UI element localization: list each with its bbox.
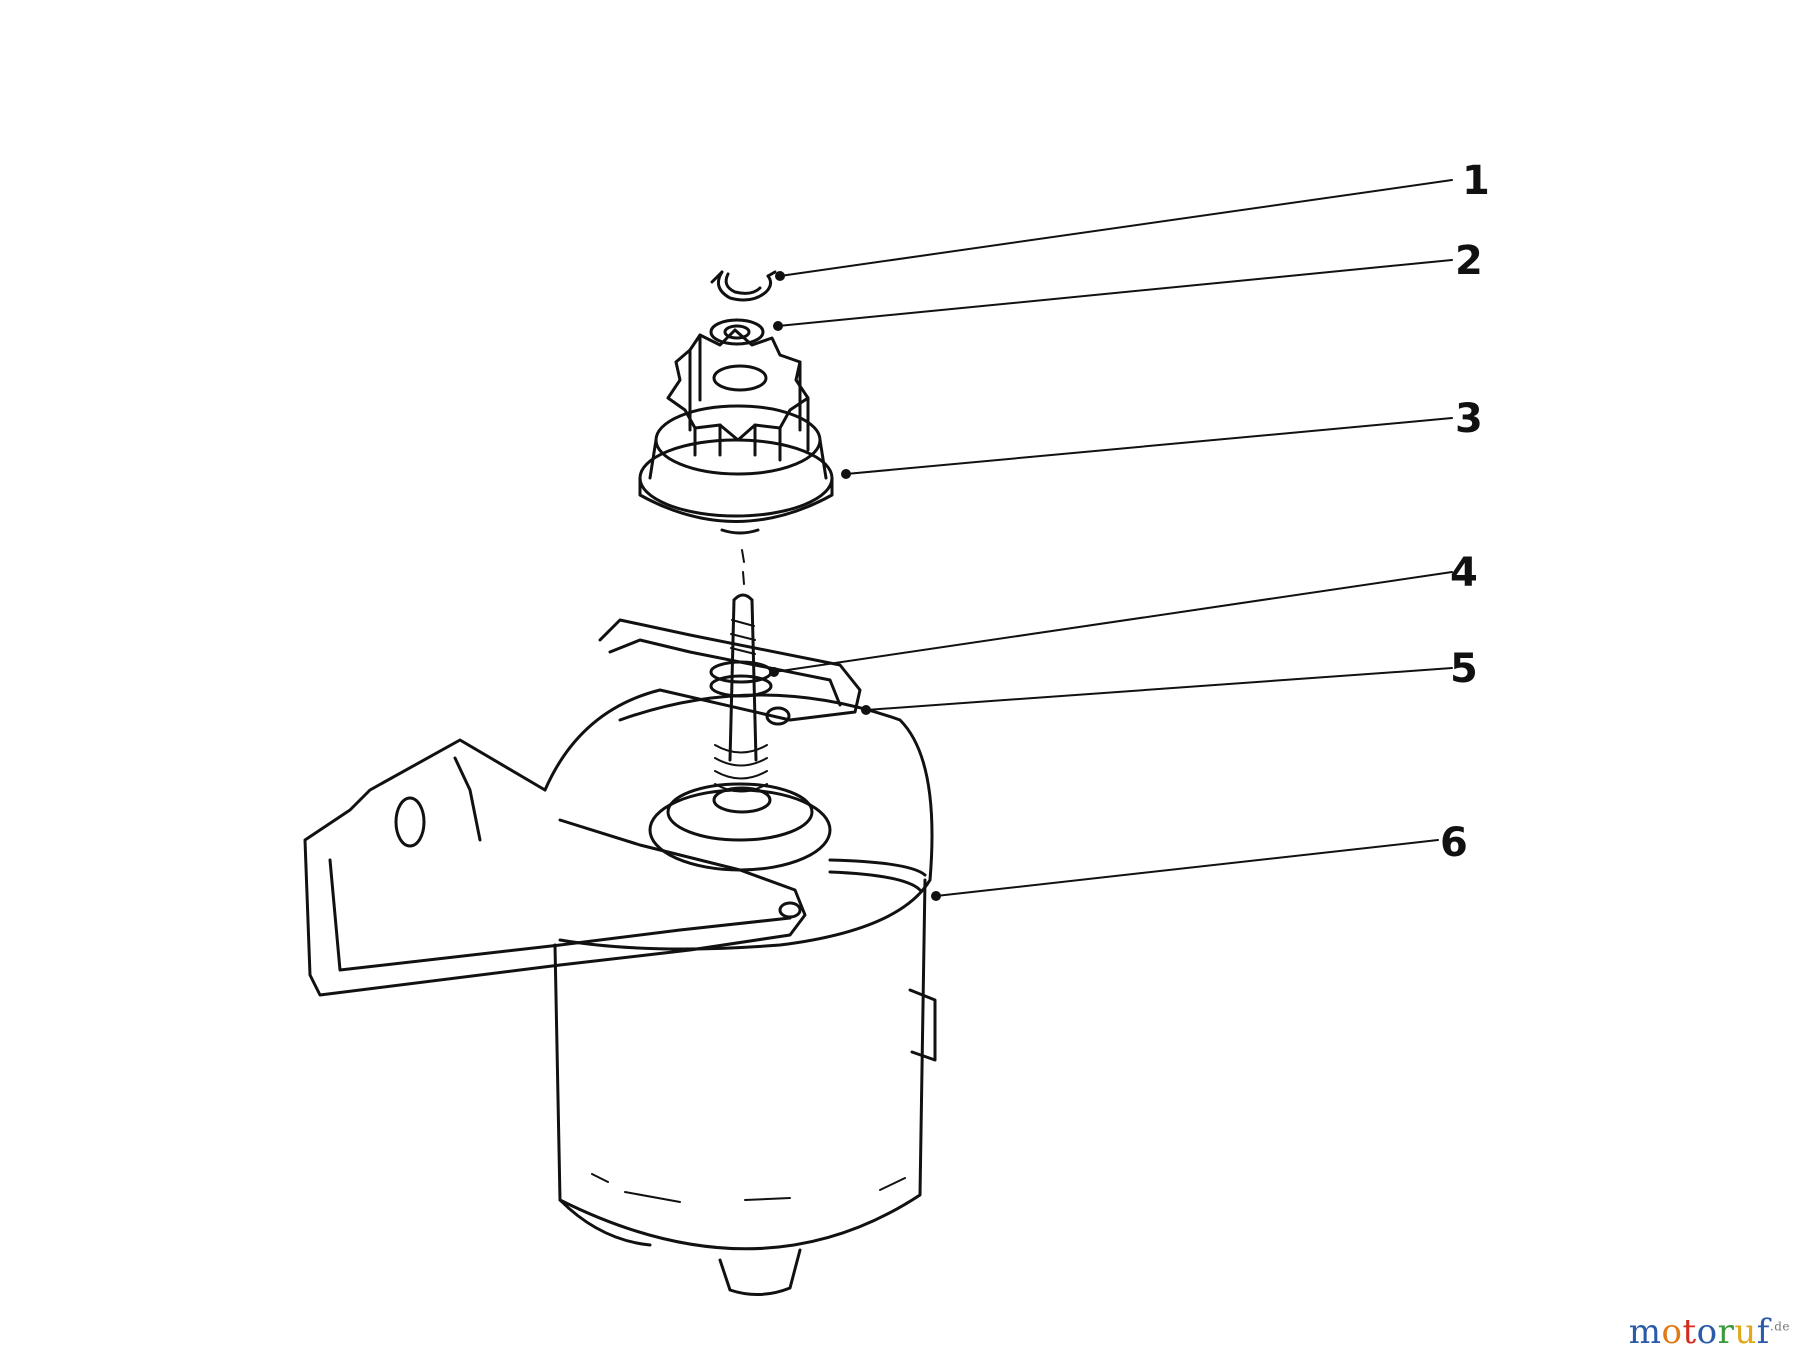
callout-1: 1 <box>1462 158 1490 204</box>
washer <box>709 318 765 346</box>
retaining-ring <box>710 270 777 302</box>
callout-2: 2 <box>1455 238 1483 284</box>
drive-pinion-gear <box>638 328 834 535</box>
callout-labels: 1 2 3 4 5 6 <box>1440 158 1490 866</box>
watermark-logo: motoruf.de <box>1629 1312 1790 1352</box>
callout-4: 4 <box>1450 550 1478 596</box>
watermark-letter: o <box>1661 1312 1683 1352</box>
watermark-letter: f <box>1756 1312 1770 1352</box>
watermark-letter: t <box>1682 1312 1697 1352</box>
watermark-letter: u <box>1734 1312 1757 1352</box>
callout-5: 5 <box>1450 646 1478 692</box>
watermark-letter: r <box>1717 1312 1735 1352</box>
callout-3: 3 <box>1455 396 1483 442</box>
leader-lines <box>769 179 1453 901</box>
mounting-bracket <box>303 618 862 997</box>
watermark-letter: o <box>1696 1312 1718 1352</box>
armature-shaft <box>648 549 832 872</box>
watermark-letters: motoruf <box>1629 1312 1770 1352</box>
watermark-suffix: .de <box>1769 1319 1790 1334</box>
watermark-letter: m <box>1628 1312 1662 1352</box>
callout-6: 6 <box>1440 820 1468 866</box>
